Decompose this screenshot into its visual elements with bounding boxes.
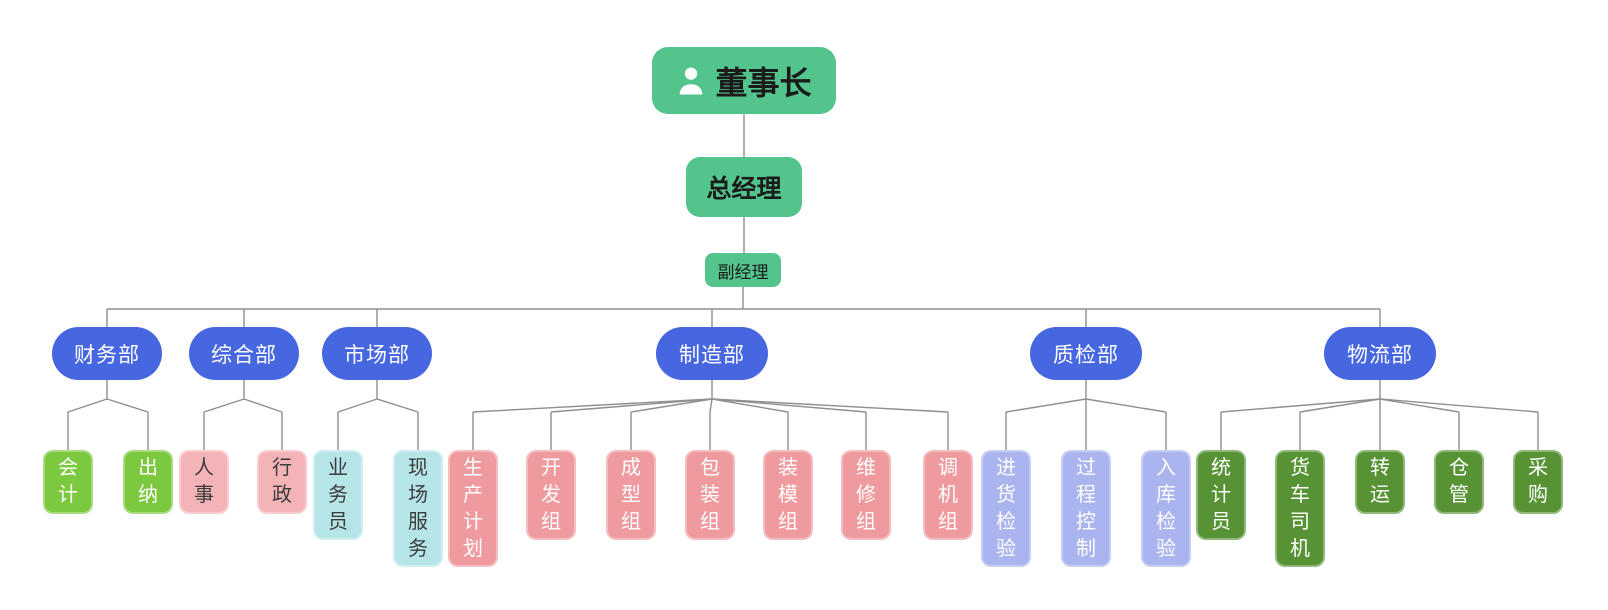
connector-line <box>243 398 283 413</box>
org-node-field-service[interactable]: 现 场 服 务 <box>393 450 443 567</box>
connector-line <box>711 398 867 413</box>
org-node-production-planning[interactable]: 生 产 计 划 <box>448 450 498 567</box>
connector-line <box>709 398 713 413</box>
org-node-label: 人 事 <box>194 457 214 506</box>
org-node-mold-installation-group[interactable]: 装 模 组 <box>763 450 813 540</box>
org-node-process-control[interactable]: 过 程 控 制 <box>1061 450 1111 567</box>
org-node-statistician[interactable]: 统 计 员 <box>1196 450 1246 540</box>
org-node-logistics-dept[interactable]: 物流部 <box>1324 327 1436 380</box>
connector-line <box>1379 398 1460 413</box>
org-node-label: 过 程 控 制 <box>1076 456 1096 560</box>
connector-line <box>1299 398 1381 413</box>
org-node-label: 业 务 员 <box>328 456 348 533</box>
org-node-label: 制造部 <box>679 343 745 367</box>
connector-line <box>711 398 949 413</box>
org-node-label: 成 型 组 <box>621 456 641 533</box>
connector-line <box>1379 398 1539 413</box>
org-node-hr[interactable]: 人 事 <box>179 450 229 514</box>
org-node-molding-group[interactable]: 成 型 组 <box>606 450 656 540</box>
org-node-label: 财务部 <box>74 343 140 367</box>
connector-line <box>376 398 419 413</box>
org-node-truck-driver[interactable]: 货 车 司 机 <box>1275 450 1325 567</box>
org-node-label: 生 产 计 划 <box>463 456 483 560</box>
org-node-label: 现 场 服 务 <box>408 456 428 560</box>
org-node-label: 转 运 <box>1370 457 1390 506</box>
org-node-label: 货 车 司 机 <box>1290 456 1310 560</box>
org-node-label: 统 计 员 <box>1211 456 1231 533</box>
org-node-label: 采 购 <box>1528 457 1548 506</box>
org-node-label: 副经理 <box>717 262 769 282</box>
org-node-incoming-inspection[interactable]: 进 货 检 验 <box>981 450 1031 567</box>
org-node-label: 开 发 组 <box>541 456 561 533</box>
person-icon <box>676 65 706 97</box>
org-node-label: 调 机 组 <box>938 456 958 533</box>
org-node-procurement[interactable]: 采 购 <box>1513 450 1563 514</box>
org-node-machine-adjustment-group[interactable]: 调 机 组 <box>923 450 973 540</box>
org-node-label: 会 计 <box>58 457 78 506</box>
org-node-chairman[interactable]: 董事长 <box>652 47 836 114</box>
org-node-label: 出 纳 <box>138 457 158 506</box>
org-node-label: 综合部 <box>211 343 277 367</box>
org-node-label: 总经理 <box>706 175 782 203</box>
org-node-general-manager[interactable]: 总经理 <box>686 157 802 217</box>
org-node-development-group[interactable]: 开 发 组 <box>526 450 576 540</box>
connector-line <box>472 398 713 413</box>
org-node-label: 物流部 <box>1347 343 1413 367</box>
org-node-finance-dept[interactable]: 财务部 <box>52 327 162 380</box>
org-node-warehouse-keeper[interactable]: 仓 管 <box>1434 450 1484 514</box>
org-node-label: 市场部 <box>344 343 410 367</box>
org-node-quality-inspection-dept[interactable]: 质检部 <box>1030 327 1142 380</box>
connector-line <box>106 398 149 413</box>
org-node-deputy-manager[interactable]: 副经理 <box>705 253 781 287</box>
org-node-label: 行 政 <box>272 457 292 506</box>
connector-line <box>1005 398 1087 413</box>
connector-line <box>1085 398 1167 413</box>
org-node-packaging-group[interactable]: 包 装 组 <box>685 450 735 540</box>
org-node-salesman[interactable]: 业 务 员 <box>313 450 363 540</box>
org-node-cashier[interactable]: 出 纳 <box>123 450 173 514</box>
org-node-label: 进 货 检 验 <box>996 456 1016 560</box>
org-node-administration[interactable]: 行 政 <box>257 450 307 514</box>
connector-line <box>337 398 378 413</box>
connector-line <box>67 398 108 413</box>
org-node-label: 包 装 组 <box>700 456 720 533</box>
org-node-label: 仓 管 <box>1449 457 1469 506</box>
org-node-transfer[interactable]: 转 运 <box>1355 450 1405 514</box>
org-node-label: 质检部 <box>1053 343 1119 367</box>
org-node-marketing-dept[interactable]: 市场部 <box>322 327 432 380</box>
org-node-label: 入 库 检 验 <box>1156 456 1176 560</box>
connector-line <box>711 398 789 413</box>
connector-line <box>550 398 713 413</box>
org-node-accountant[interactable]: 会 计 <box>43 450 93 514</box>
org-node-warehousing-inspection[interactable]: 入 库 检 验 <box>1141 450 1191 567</box>
connector-line <box>203 398 245 413</box>
connector-line <box>630 398 713 413</box>
connector-line <box>1220 398 1381 413</box>
org-node-label: 装 模 组 <box>778 456 798 533</box>
org-node-general-affairs-dept[interactable]: 综合部 <box>189 327 299 380</box>
org-node-label: 维 修 组 <box>856 456 876 533</box>
org-node-manufacturing-dept[interactable]: 制造部 <box>656 327 768 380</box>
org-node-label: 董事长 <box>715 64 812 101</box>
org-node-maintenance-group[interactable]: 维 修 组 <box>841 450 891 540</box>
